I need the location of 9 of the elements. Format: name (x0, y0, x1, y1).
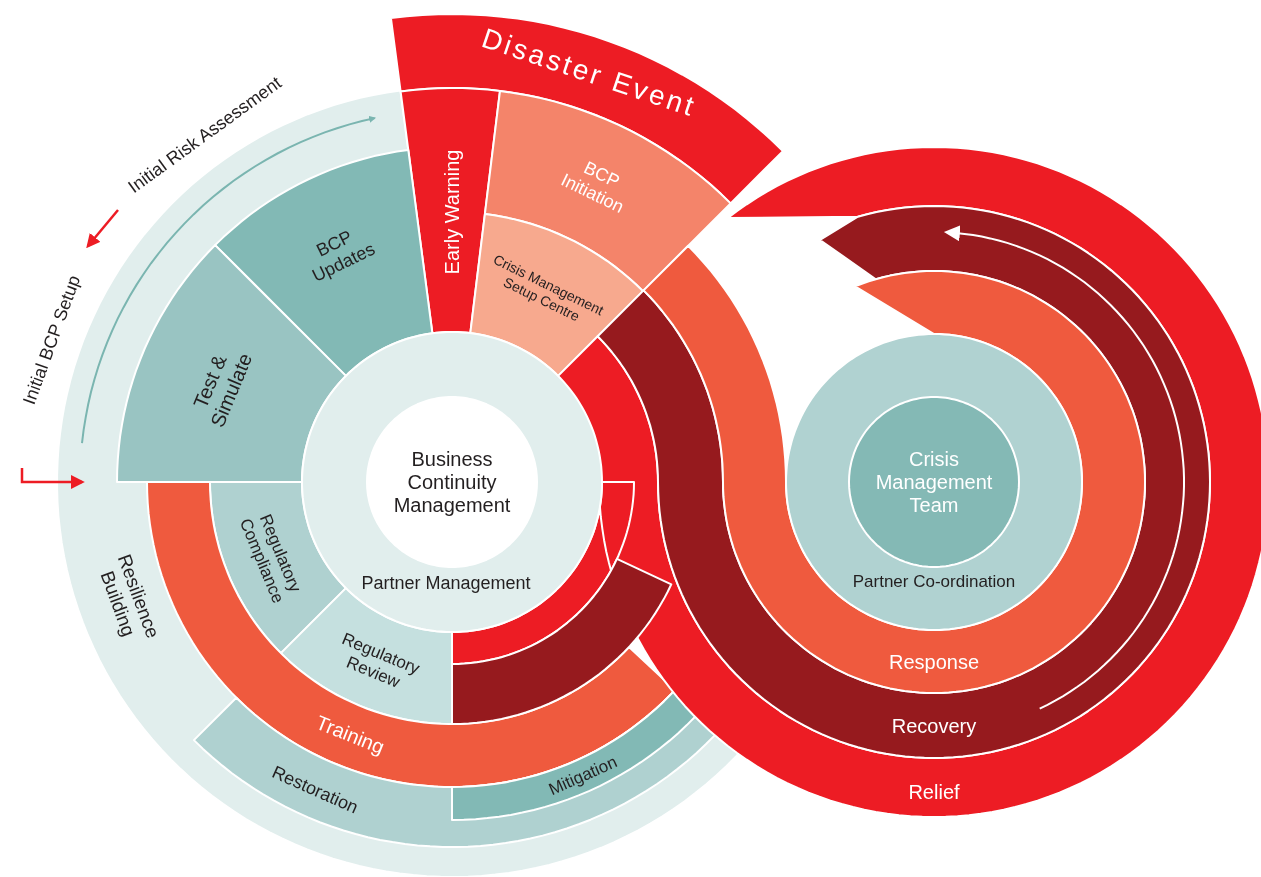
segment-label: Early Warning (440, 148, 464, 277)
segment-label: Partner Co-ordination (851, 572, 1017, 592)
segment-label: Response (887, 650, 981, 674)
segment-label: Recovery (890, 714, 978, 738)
stage-label: Initial BCP Setup (18, 271, 86, 410)
segment-label: Relief (907, 780, 961, 804)
segment-label: Partner Management (360, 572, 532, 594)
segment-label: Business Continuity Management (392, 447, 512, 517)
segment-label: Crisis Management Team (874, 447, 994, 517)
